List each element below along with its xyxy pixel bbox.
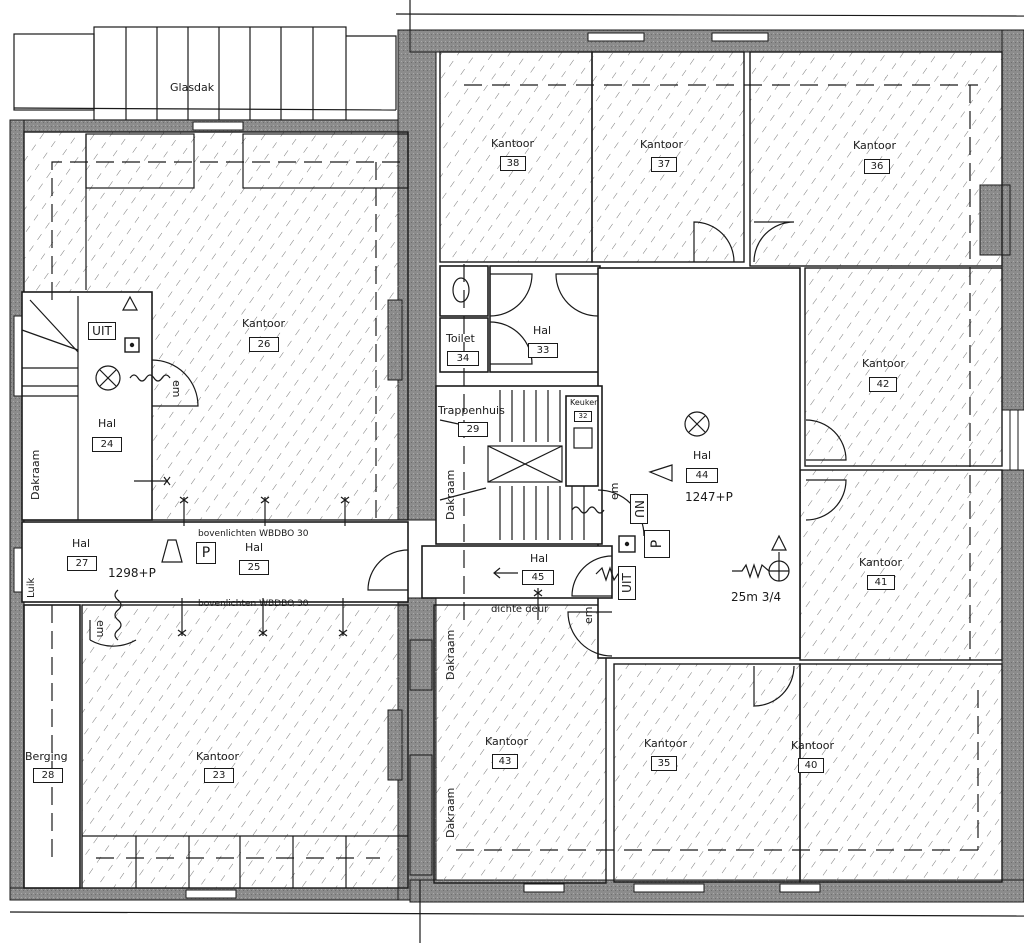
em-label-24: em [170,380,183,398]
glass-roof [13,0,1024,121]
alarm-code-right: 1247+P [685,490,733,504]
office-hatch [23,51,1003,889]
room-name: Hal [533,324,552,337]
room-name: Kantoor [853,139,897,152]
room-number: 41 [867,575,895,590]
exit-sign-24: UIT [88,322,116,340]
nu-sign-44: NU [630,494,648,524]
exit-sign-45: UIT [618,566,636,600]
room-number: 32 [574,411,592,422]
room-number: 45 [522,570,554,585]
parking-sign-44: P [644,530,670,558]
dakraam-left-label: Dakraam [29,449,42,500]
room-name: Kantoor [242,317,286,330]
parking-sign-25: P [196,542,216,564]
room-name: Trappenhuis [438,404,505,417]
bovenlichten-bottom-note: bovenlichten WBDBO 30 [198,599,309,609]
room-name: Hal [245,541,264,554]
room-number: 33 [528,343,558,358]
room-number: 28 [33,768,63,783]
luik-label: Luik [26,577,37,598]
room-name: Kantoor [791,739,835,752]
room-name: Toilet [446,332,475,345]
room-name: Kantoor [644,737,688,750]
room-name: Kantoor [491,137,535,150]
room-name: Kantoor [196,750,240,763]
alarm-code-left: 1298+P [108,566,156,580]
symbol-boxes [124,337,636,553]
room-name: Hal [693,449,712,462]
hose-reel-length: 25m 3/4 [731,590,782,604]
room-number: 25 [239,560,269,575]
interior-lines [9,84,1024,943]
room-number: 36 [864,159,890,174]
room-name: Keuken [570,398,600,407]
room-name: Kantoor [862,357,906,370]
room-number: 34 [447,351,479,366]
room-number: 42 [869,377,897,392]
room-number: 37 [651,157,677,172]
room-number: 38 [500,156,526,171]
dakraam-stair-label: Dakraam [444,469,457,520]
glasdak-label: Glasdak [170,81,215,94]
room-number: 40 [798,758,824,773]
room-number: 27 [67,556,97,571]
room-name: Hal [530,552,549,565]
room-name: Kantoor [859,556,903,569]
room-number: 23 [204,768,234,783]
room-number: 24 [92,437,122,452]
room-name: Berging [25,750,68,763]
room-number: 44 [686,468,718,483]
dakraam-43a-label: Dakraam [444,629,457,680]
room-name: Kantoor [485,735,529,748]
em-label-45: em [582,606,595,624]
room-number: 29 [458,422,488,437]
windows [13,32,1019,899]
room-number: 43 [492,754,518,769]
room-number: 35 [651,756,677,771]
em-label-stair: em [608,482,621,500]
room-name: Kantoor [640,138,684,151]
room-name: Hal [98,417,117,430]
dakraam-43b-label: Dakraam [444,787,457,838]
room-name: Hal [72,537,91,550]
room-number: 26 [249,337,279,352]
em-label-27: em [94,620,107,638]
dichte-deur-note: dichte deur [491,604,549,615]
bovenlichten-top-note: bovenlichten WBDBO 30 [198,529,309,539]
